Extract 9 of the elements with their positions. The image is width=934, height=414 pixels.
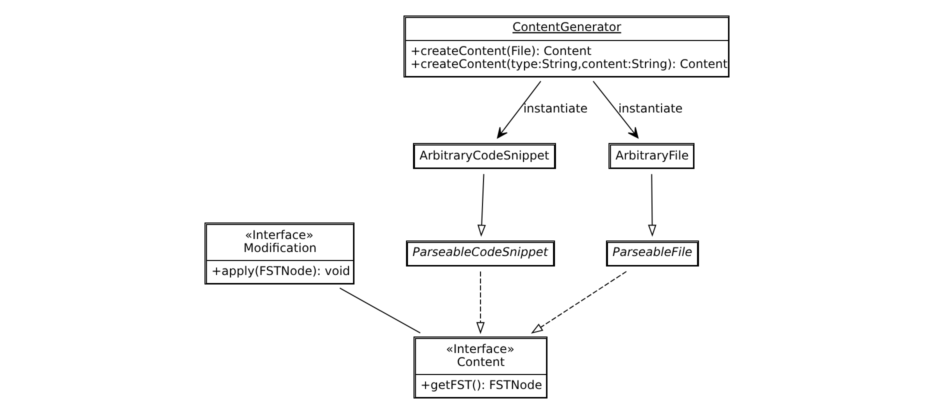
arrow (477, 174, 486, 237)
arrow (648, 174, 656, 237)
edge-label: instantiate (618, 102, 683, 116)
arrow (497, 80, 542, 138)
arrow (592, 80, 638, 138)
arrow (530, 271, 627, 334)
arrow (476, 271, 485, 334)
edge-label: instantiate (523, 102, 588, 116)
connector (339, 288, 421, 334)
